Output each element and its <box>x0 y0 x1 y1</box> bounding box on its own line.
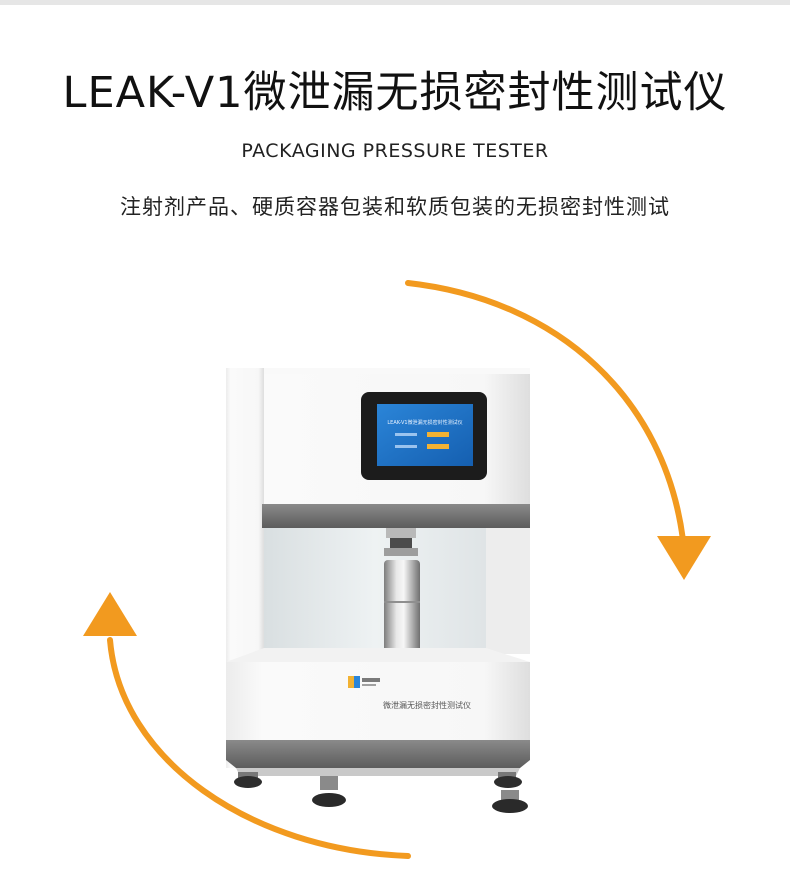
front-label: 微泄漏无损密封性测试仪 <box>383 700 471 710</box>
right-column <box>486 504 530 654</box>
top-grey-band <box>262 504 530 528</box>
screen-title: LEAK-V1微泄漏无损密封性测试仪 <box>387 419 462 426</box>
page-description: 注射剂产品、硬质容器包装和软质包装的无损密封性测试 <box>120 195 670 219</box>
rotation-arrow-top-right <box>405 280 711 580</box>
base-plate <box>236 768 520 776</box>
arrow-head-up-icon <box>83 592 137 636</box>
clamp-head <box>384 528 418 556</box>
page-title: LEAK-V1微泄漏无损密封性测试仪 <box>62 68 728 118</box>
test-chamber <box>264 528 486 648</box>
adjustable-feet <box>234 772 528 813</box>
sample-cylinder <box>384 560 420 658</box>
arrow-head-down-icon <box>657 536 711 580</box>
touch-screen[interactable]: LEAK-V1微泄漏无损密封性测试仪 <box>361 392 487 480</box>
tester-lower-body <box>226 648 530 740</box>
brand-logo <box>348 676 380 688</box>
rotation-arrow-bottom-left <box>83 592 411 859</box>
top-divider <box>0 0 790 5</box>
page-subtitle: PACKAGING PRESSURE TESTER <box>241 140 549 162</box>
bottom-base-band <box>226 740 530 768</box>
